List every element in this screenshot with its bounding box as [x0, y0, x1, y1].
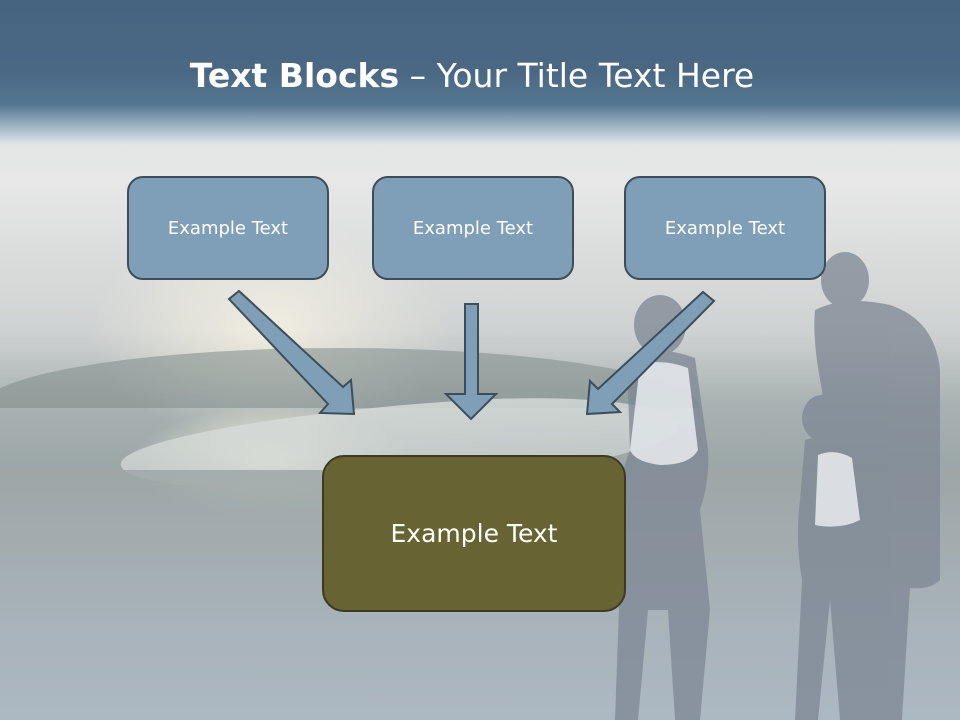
title-band	[0, 0, 960, 145]
family-silhouette	[615, 252, 940, 720]
slide-title: Text Blocks – Your Title Text Here	[0, 54, 944, 98]
text-block-main: Example Text	[322, 455, 626, 612]
text-block-main-label: Example Text	[390, 519, 558, 548]
text-block-3: Example Text	[624, 176, 826, 280]
title-dash: –	[399, 56, 437, 95]
title-rest-part: Your Title Text Here	[436, 56, 755, 95]
text-block-2-label: Example Text	[412, 217, 534, 239]
title-bold-part: Text Blocks	[189, 56, 400, 95]
text-block-1-label: Example Text	[167, 217, 289, 239]
text-block-3-label: Example Text	[664, 217, 786, 239]
text-block-1: Example Text	[127, 176, 329, 280]
text-block-2: Example Text	[372, 176, 574, 280]
